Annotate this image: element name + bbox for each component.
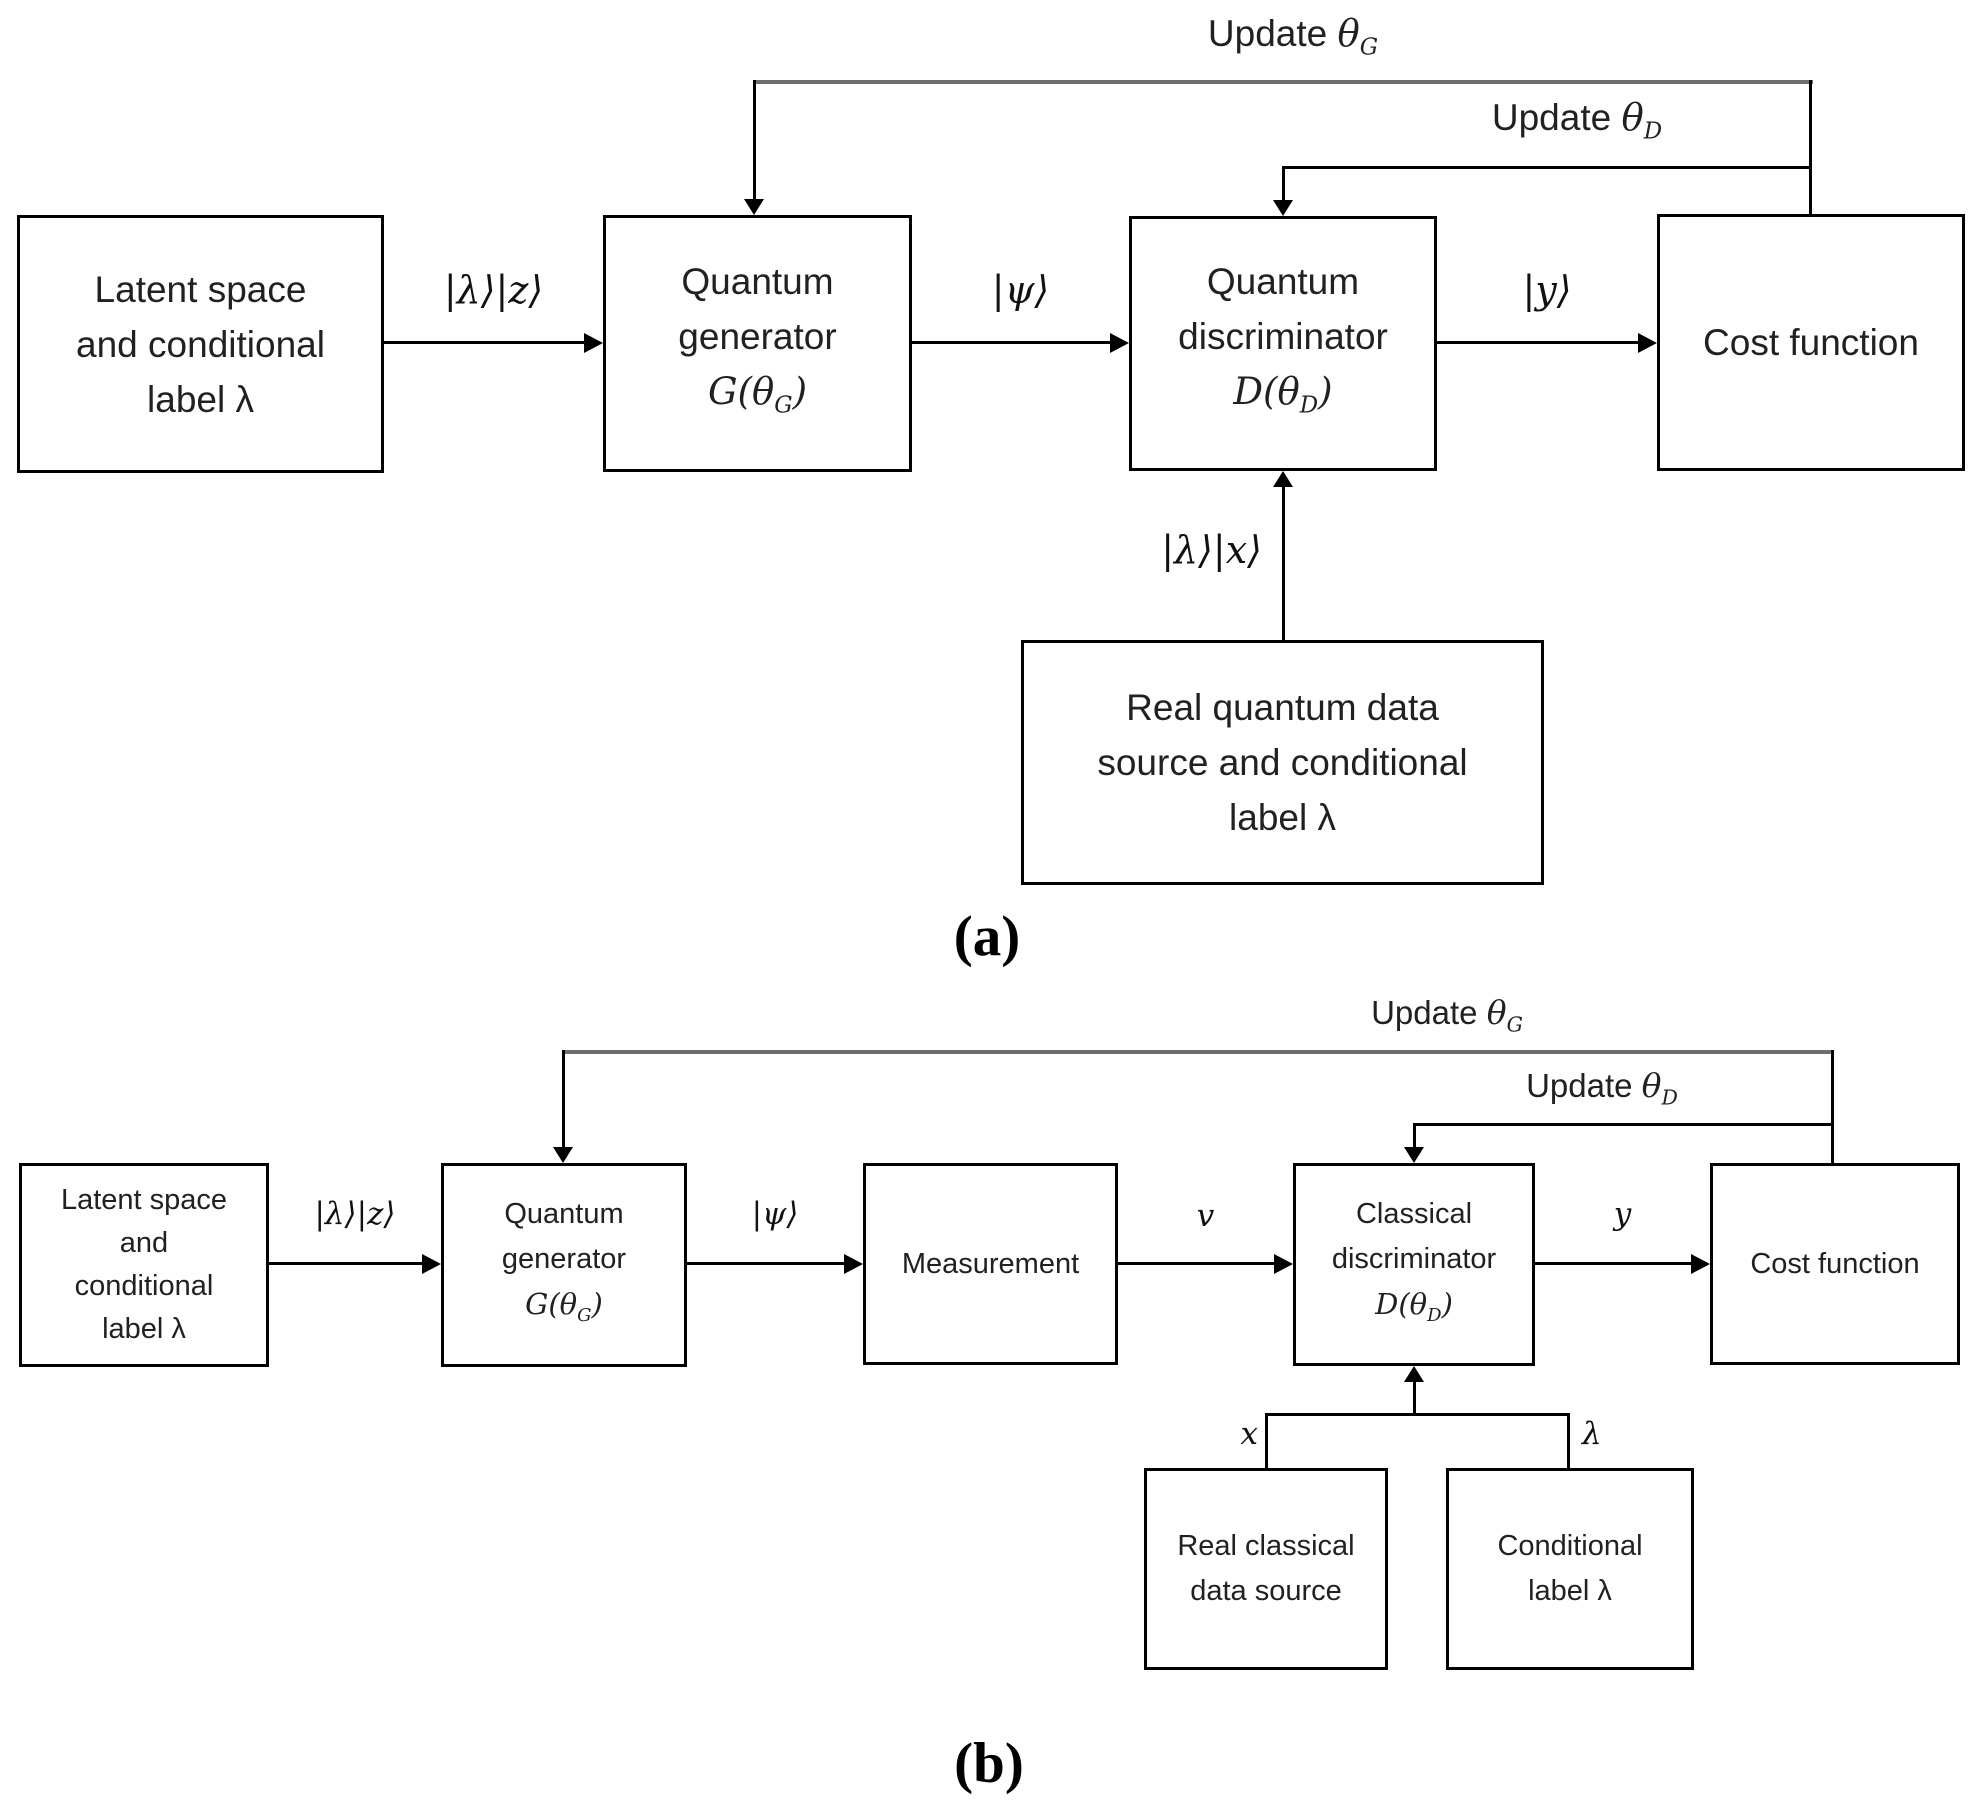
panel-a-caption: (a) (953, 905, 1021, 968)
b-update-thetaG-arrowhead-icon (553, 1147, 573, 1163)
b-arrow-latent-to-generator-head-icon (422, 1254, 441, 1274)
b-v-label: v (1196, 1198, 1215, 1234)
a-arrow-realdata-to-discriminator-head-icon (1273, 471, 1293, 487)
b-lambda-label: λ (1582, 1416, 1602, 1452)
b-real-data-line-2: data source (1190, 1575, 1342, 1607)
b-classical-discriminator-box: Classical discriminator D(θD) (1293, 1163, 1535, 1366)
a-update-thetaG-label: Update θG (1207, 12, 1379, 61)
a-update-thetaG-hline (754, 80, 1813, 84)
a-real-data-line-1: Real quantum data (1126, 687, 1439, 728)
a-generator-math: G(θG) (707, 369, 808, 419)
b-measurement-box: Measurement (863, 1163, 1118, 1365)
a-arrow-generator-to-discriminator-head-icon (1110, 333, 1129, 353)
a-update-thetaG-arrowhead-icon (744, 199, 764, 215)
b-update-thetaD-hline (1414, 1123, 1834, 1126)
b-y-label: y (1613, 1196, 1632, 1232)
a-update-thetaD-drop-line (1282, 166, 1285, 200)
b-latent-line-3: conditional (74, 1270, 214, 1302)
b-cost-function-box: Cost function (1710, 1163, 1960, 1365)
b-conditional-line-1: Conditional (1497, 1530, 1643, 1562)
a-ket-lambda-z-label: |λ⟩|z⟩ (443, 268, 544, 312)
b-latent-line-1: Latent space (60, 1184, 228, 1216)
b-conditional-connector-leg (1567, 1413, 1570, 1468)
b-sources-connector-hline (1265, 1413, 1570, 1416)
a-feedback-stem-line (1809, 80, 1812, 214)
b-x-label: x (1240, 1416, 1258, 1452)
b-arrow-discriminator-to-cost-head-icon (1691, 1254, 1710, 1274)
b-discriminator-line-1: Classical (1355, 1197, 1473, 1230)
b-real-classical-data-box: Real classical data source (1144, 1468, 1388, 1670)
b-update-thetaG-drop-line (562, 1050, 565, 1147)
a-quantum-generator-box: Quantum generator G(θG) (603, 215, 912, 472)
a-ket-y-label: |y⟩ (1522, 268, 1572, 312)
a-cost-function-box: Cost function (1657, 214, 1965, 471)
b-discriminator-line-2: discriminator (1331, 1242, 1497, 1275)
b-generator-line-1: Quantum (504, 1198, 624, 1231)
a-update-thetaD-hline (1283, 166, 1811, 169)
b-ket-lambda-z-label: |λ⟩|z⟩ (314, 1196, 396, 1232)
b-realdata-connector-leg (1265, 1413, 1268, 1468)
a-arrow-generator-to-discriminator-line (912, 341, 1112, 344)
a-arrow-discriminator-to-cost-head-icon (1638, 333, 1657, 353)
b-generator-math: G(θG) (525, 1287, 603, 1326)
a-arrow-latent-to-generator-line (384, 341, 586, 344)
b-update-thetaD-drop-line (1413, 1123, 1416, 1147)
b-quantum-generator-box: Quantum generator G(θG) (441, 1163, 687, 1367)
b-arrow-generator-to-measurement-line (687, 1262, 844, 1265)
a-latent-line-3: label λ (147, 378, 254, 420)
b-latent-line-2: and (119, 1227, 169, 1259)
a-real-data-line-2: source and conditional (1097, 742, 1468, 783)
b-arrow-measurement-to-discriminator-line (1118, 1262, 1274, 1265)
panel-b-caption: (b) (954, 1732, 1024, 1795)
a-ket-lambda-x-label: |λ⟩|x⟩ (1161, 528, 1262, 572)
b-latent-space-box: Latent space and conditional label λ (19, 1163, 269, 1367)
a-update-thetaD-arrowhead-icon (1273, 200, 1293, 216)
a-real-data-line-3: label λ (1229, 797, 1336, 838)
b-ket-psi-label: |ψ⟩ (751, 1196, 799, 1232)
b-latent-line-4: label λ (102, 1313, 186, 1345)
b-arrow-latent-to-generator-line (269, 1262, 423, 1265)
b-cost-label: Cost function (1750, 1247, 1920, 1280)
b-arrow-discriminator-to-cost-line (1535, 1262, 1691, 1265)
a-arrow-realdata-to-discriminator-line (1282, 487, 1285, 640)
a-latent-space-box: Latent space and conditional label λ (17, 215, 384, 473)
b-conditional-line-2: label λ (1528, 1575, 1612, 1607)
b-update-thetaG-hline (563, 1050, 1834, 1054)
a-cost-label: Cost function (1703, 322, 1919, 363)
a-real-quantum-data-box: Real quantum data source and conditional… (1021, 640, 1544, 885)
a-generator-line-2: generator (678, 315, 837, 357)
a-generator-line-1: Quantum (681, 260, 834, 302)
b-arrow-measurement-to-discriminator-head-icon (1274, 1254, 1293, 1274)
a-discriminator-line-2: discriminator (1178, 315, 1388, 357)
a-arrow-latent-to-generator-head-icon (584, 333, 603, 353)
b-generator-line-2: generator (501, 1243, 627, 1276)
a-discriminator-math: D(θD) (1233, 369, 1333, 419)
b-update-thetaG-label: Update θG (1371, 993, 1523, 1037)
a-quantum-discriminator-box: Quantum discriminator D(θD) (1129, 216, 1437, 471)
b-update-thetaD-label: Update θD (1526, 1066, 1678, 1110)
b-real-data-line-1: Real classical (1177, 1530, 1355, 1562)
b-arrow-sources-to-discriminator-head-icon (1404, 1366, 1424, 1382)
a-update-thetaD-label: Update θD (1491, 96, 1663, 145)
b-arrow-generator-to-measurement-head-icon (844, 1254, 863, 1274)
a-discriminator-line-1: Quantum (1206, 260, 1360, 302)
b-feedback-stem-line (1831, 1050, 1834, 1163)
a-ket-psi-label: |ψ⟩ (991, 268, 1050, 312)
b-conditional-label-box: Conditional label λ (1446, 1468, 1694, 1670)
a-arrow-discriminator-to-cost-line (1437, 341, 1640, 344)
b-update-thetaD-arrowhead-icon (1404, 1147, 1424, 1163)
a-latent-line-2: and conditional (76, 323, 325, 365)
b-measurement-label: Measurement (901, 1247, 1080, 1280)
a-update-thetaG-drop-line (753, 80, 756, 199)
b-arrow-sources-to-discriminator-line (1413, 1382, 1416, 1415)
a-latent-line-1: Latent space (94, 268, 307, 310)
b-discriminator-math: D(θD) (1375, 1286, 1453, 1326)
